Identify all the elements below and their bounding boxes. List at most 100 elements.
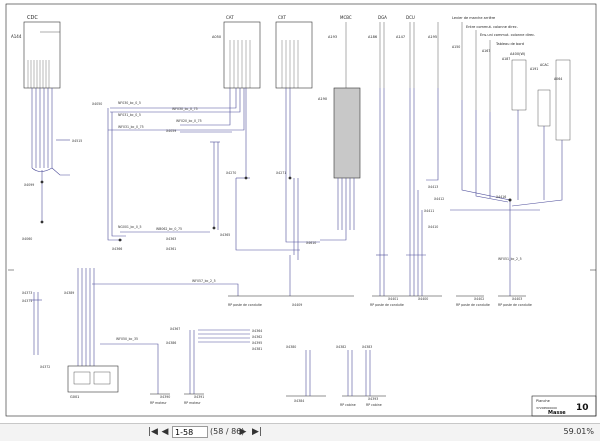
title-block: Planche 10 3720P000000 Masse <box>531 395 597 417</box>
svg-text:NF030_bc_0_5: NF030_bc_0_5 <box>118 101 141 105</box>
svg-text:X4380: X4380 <box>286 345 296 349</box>
svg-text:RP moteur: RP moteur <box>150 401 167 405</box>
a050-module: CAT A050 <box>212 15 261 89</box>
svg-text:3720P000000: 3720P000000 <box>536 406 557 410</box>
cdc-module: CDC A144 <box>11 15 61 89</box>
svg-text:X4382: X4382 <box>336 345 346 349</box>
last-page-button[interactable]: ▶| <box>252 427 262 437</box>
first-page-button[interactable]: |◀ <box>148 427 158 437</box>
svg-text:WF051_bc_2_5: WF051_bc_2_5 <box>498 257 522 261</box>
svg-text:X4411: X4411 <box>424 209 434 213</box>
svg-text:RP moteur: RP moteur <box>184 401 201 405</box>
svg-text:X4383: X4383 <box>362 345 372 349</box>
g001-battery: G001 <box>67 365 119 399</box>
svg-text:X4362: X4362 <box>252 335 262 339</box>
svg-text:WF050_bc_35: WF050_bc_35 <box>116 337 138 341</box>
svg-text:X4373: X4373 <box>22 291 32 295</box>
page-count-label: (58 / 86) <box>210 427 245 436</box>
svg-text:RP cabine: RP cabine <box>366 403 382 407</box>
svg-text:RP cabine: RP cabine <box>340 403 356 407</box>
svg-text:X4401: X4401 <box>388 297 398 301</box>
svg-text:DGA: DGA <box>378 15 387 20</box>
page-number-input[interactable] <box>172 426 208 438</box>
svg-text:A190: A190 <box>318 97 327 101</box>
dga-dcu-wires <box>376 88 439 296</box>
sheet-frame <box>5 3 597 417</box>
svg-text:X4365: X4365 <box>220 233 230 237</box>
svg-text:X4610: X4610 <box>306 241 316 245</box>
svg-text:RP poste de conduite: RP poste de conduite <box>228 303 262 307</box>
svg-text:A187: A187 <box>502 57 510 61</box>
svg-text:A147: A147 <box>396 35 405 39</box>
zoom-level: 59.01% <box>563 427 594 436</box>
central-wires <box>107 88 320 296</box>
dga-module: DGA A186 <box>368 15 387 88</box>
lower-right-wires <box>305 350 371 396</box>
svg-text:X4270: X4270 <box>226 171 236 175</box>
svg-text:A195: A195 <box>428 35 437 39</box>
svg-text:X4381: X4381 <box>252 347 262 351</box>
next-page-button[interactable]: ▶ <box>239 427 247 437</box>
svg-text:X4371: X4371 <box>22 299 32 303</box>
svg-text:X4400: X4400 <box>418 297 428 301</box>
svg-text:MCBC: MCBC <box>340 15 352 20</box>
svg-text:Masse: Masse <box>548 410 566 416</box>
svg-text:X4366: X4366 <box>112 247 122 251</box>
svg-text:NF031_bc_0_5: NF031_bc_0_5 <box>118 113 141 117</box>
cdc-wires <box>31 88 70 222</box>
prev-page-button[interactable]: ◀ <box>161 427 169 437</box>
svg-text:X4393: X4393 <box>368 397 378 401</box>
svg-text:X4271: X4271 <box>276 171 286 175</box>
svg-text:Levier de marche arrière: Levier de marche arrière <box>452 16 495 20</box>
svg-text:X4059: X4059 <box>166 129 176 133</box>
svg-text:DCU: DCU <box>406 15 415 20</box>
svg-text:X4363: X4363 <box>166 237 176 241</box>
wiring-diagram-sheet: CDC A144 X4515 X4099 X4060 CAT A050 <box>5 3 597 417</box>
svg-text:X4389: X4389 <box>64 291 74 295</box>
svg-text:A186: A186 <box>368 35 377 39</box>
right-wires <box>450 100 563 296</box>
svg-text:X4403: X4403 <box>512 297 522 301</box>
cxt-module: CXT <box>275 15 313 89</box>
svg-text:CAT: CAT <box>226 15 234 20</box>
ground-symbols <box>150 295 526 397</box>
svg-text:A167: A167 <box>482 49 490 53</box>
svg-text:A064: A064 <box>554 77 562 81</box>
mcbc-module: MCBC A193 A190 <box>318 15 361 241</box>
svg-text:X4390: X4390 <box>160 395 170 399</box>
svg-text:X4372: X4372 <box>40 365 50 369</box>
lower-left-wires <box>30 268 250 394</box>
svg-text:A150: A150 <box>452 45 460 49</box>
svg-text:X4386: X4386 <box>166 341 176 345</box>
svg-text:WF031_bc_0_75: WF031_bc_0_75 <box>118 125 144 129</box>
svg-text:X4364: X4364 <box>252 329 262 333</box>
svg-text:X4050: X4050 <box>92 102 102 106</box>
svg-text:X4361: X4361 <box>166 247 176 251</box>
right-notes: Levier de marche arrière Entre commut. c… <box>452 16 535 56</box>
svg-text:WF020_bc_0_75: WF020_bc_0_75 <box>176 119 202 123</box>
svg-text:10: 10 <box>576 403 589 413</box>
svg-text:CDC: CDC <box>27 15 38 21</box>
svg-text:X4099: X4099 <box>24 183 34 187</box>
svg-text:NG001_bc_0_5: NG001_bc_0_5 <box>118 225 142 229</box>
svg-text:Planche: Planche <box>536 399 550 403</box>
svg-text:CXT: CXT <box>278 15 286 20</box>
right-modules <box>461 22 571 141</box>
svg-text:X4384: X4384 <box>294 399 304 403</box>
svg-text:X4402: X4402 <box>474 297 484 301</box>
svg-text:Tableau de bord: Tableau de bord <box>495 42 524 46</box>
svg-text:RP poste de conduite: RP poste de conduite <box>456 303 490 307</box>
svg-text:A144: A144 <box>11 34 22 39</box>
svg-text:X4367: X4367 <box>170 327 180 331</box>
svg-text:ACAC: ACAC <box>540 63 549 67</box>
svg-text:A191: A191 <box>530 67 538 71</box>
svg-text:A050: A050 <box>212 35 221 39</box>
dcu-module: DCU A147 A195 <box>396 15 439 88</box>
svg-text:X4515: X4515 <box>72 139 82 143</box>
svg-text:WF030_bc_0_75: WF030_bc_0_75 <box>172 107 198 111</box>
svg-text:X4410: X4410 <box>428 225 438 229</box>
svg-text:X4413: X4413 <box>428 185 438 189</box>
svg-text:X4409: X4409 <box>292 303 302 307</box>
svg-text:A193: A193 <box>328 35 337 39</box>
svg-text:RP poste de conduite: RP poste de conduite <box>370 303 404 307</box>
